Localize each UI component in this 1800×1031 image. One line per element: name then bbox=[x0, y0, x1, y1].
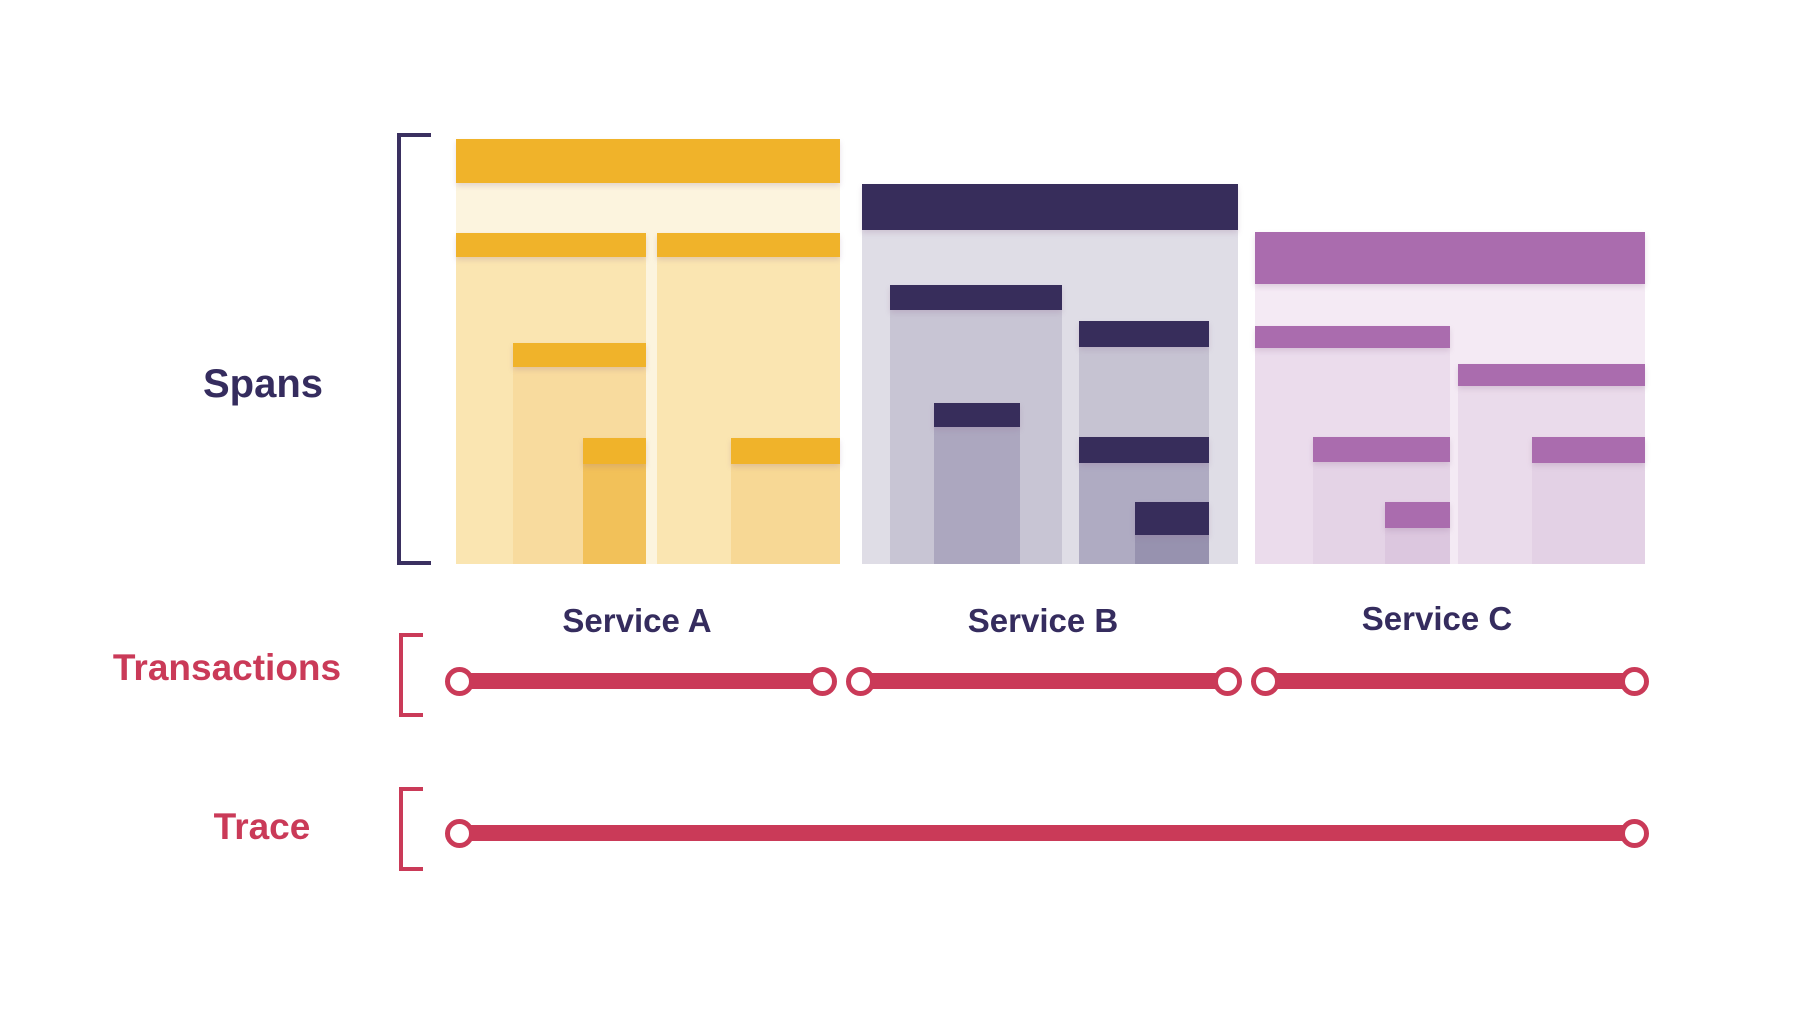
spans-bracket bbox=[397, 133, 431, 565]
service-c-span1-header bbox=[1255, 326, 1450, 348]
trace-line-endpoint-end bbox=[1619, 818, 1649, 848]
trace-line bbox=[459, 825, 1634, 841]
trace-bracket bbox=[399, 787, 423, 871]
service-c-span1a1-header bbox=[1385, 502, 1450, 528]
service-c-span2a-header bbox=[1532, 437, 1645, 463]
service-a-root-header bbox=[456, 139, 840, 183]
trace-label: Trace bbox=[213, 806, 311, 847]
service-b-span2a-header bbox=[1079, 437, 1209, 463]
service-a-span1a1-header bbox=[583, 438, 646, 464]
transaction-line-2 bbox=[860, 673, 1227, 689]
service-a-label: Service A bbox=[562, 602, 712, 639]
service-a-span2-header bbox=[657, 233, 840, 257]
transactions-label: Transactions bbox=[112, 647, 342, 688]
transaction-line-3-endpoint-start bbox=[1250, 666, 1280, 696]
transaction-line-2-endpoint-start bbox=[845, 666, 875, 696]
service-b-span1-header bbox=[890, 285, 1062, 310]
service-b-span2a1-header bbox=[1135, 502, 1209, 535]
service-c-span2-header bbox=[1458, 364, 1645, 386]
service-a-span1a-header bbox=[513, 343, 646, 367]
service-c-label: Service C bbox=[1361, 600, 1513, 637]
service-c-root-header bbox=[1255, 232, 1645, 284]
service-b-root-header bbox=[862, 184, 1238, 230]
service-b-span1a-header bbox=[934, 403, 1020, 427]
transaction-line-1 bbox=[459, 673, 822, 689]
transaction-line-3-endpoint-end bbox=[1619, 666, 1649, 696]
spans-label: Spans bbox=[202, 362, 324, 406]
service-a-span1-header bbox=[456, 233, 646, 257]
transaction-line-1-endpoint-start bbox=[444, 666, 474, 696]
transaction-line-1-endpoint-end bbox=[807, 666, 837, 696]
service-b-span1a-body bbox=[934, 403, 1020, 564]
transaction-line-3 bbox=[1265, 673, 1634, 689]
service-b-span2-header bbox=[1079, 321, 1209, 347]
service-a-span2a-header bbox=[731, 438, 840, 464]
trace-line-endpoint-start bbox=[444, 818, 474, 848]
service-b-label: Service B bbox=[967, 602, 1119, 639]
transactions-bracket bbox=[399, 633, 423, 717]
transaction-line-2-endpoint-end bbox=[1212, 666, 1242, 696]
service-c-span1a-header bbox=[1313, 437, 1450, 462]
